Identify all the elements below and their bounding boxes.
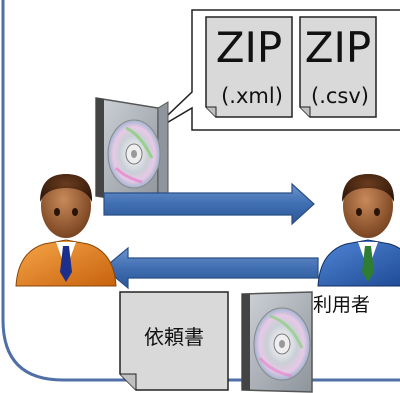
orange-suit-person-icon [15, 174, 117, 287]
zip-csv-ext: (.csv) [311, 84, 369, 108]
zip-xml-file: ZIP (.xml) [205, 16, 293, 118]
arrow-left [103, 246, 319, 290]
user-label: 利用者 [313, 294, 370, 316]
blue-suit-person-icon [317, 174, 400, 287]
arrow-right [103, 182, 315, 226]
frame-border [1, 0, 400, 382]
zip-csv-label: ZIP [305, 23, 372, 72]
request-document-label: 依頼書 [144, 325, 204, 349]
document-icon: 依頼書 [119, 291, 229, 391]
cd-case-icon [95, 97, 169, 208]
zip-xml-label: ZIP [216, 23, 283, 72]
zip-csv-file: ZIP (.csv) [299, 16, 377, 118]
cd-case-icon-bottom [241, 291, 313, 393]
zip-xml-ext: (.xml) [221, 84, 283, 108]
